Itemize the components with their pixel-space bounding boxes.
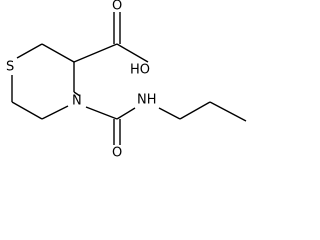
- bond-propyl-c1-c2: [179, 101, 211, 120]
- carboxylic-acid-group: [73, 12, 149, 63]
- bond-carboxyl-to-oh: [116, 43, 149, 63]
- amide-oxygen-label: O: [112, 146, 122, 161]
- bond-propyl-c2-c3: [209, 101, 247, 122]
- bond-nh-to-propyl-c1: [158, 107, 181, 120]
- bond-s-c-upper: [16, 43, 43, 59]
- sulfur-atom-label: S: [6, 60, 14, 75]
- bond-ring-n-to-carbonyl: [85, 106, 118, 120]
- bond-c-c-lower: [11, 101, 43, 120]
- amide-nh-label: NH: [137, 93, 157, 108]
- bond-n-c-lower: [41, 105, 69, 120]
- chemical-structure: S N HO O O NH: [6, 0, 247, 161]
- acid-oxygen-label: O: [112, 0, 122, 14]
- bond-c-n-ring: [73, 91, 81, 97]
- bond-carbonyl-to-nh: [116, 107, 136, 120]
- ring-nitrogen-atom-label: N: [72, 94, 82, 109]
- bond-c-c-upper: [41, 43, 75, 63]
- bond-ring-to-carboxyl: [73, 43, 118, 63]
- propylcarbamoyl-group: [85, 101, 247, 145]
- hydroxyl-label: HO: [130, 63, 150, 78]
- thiomorpholine-ring: [11, 43, 81, 120]
